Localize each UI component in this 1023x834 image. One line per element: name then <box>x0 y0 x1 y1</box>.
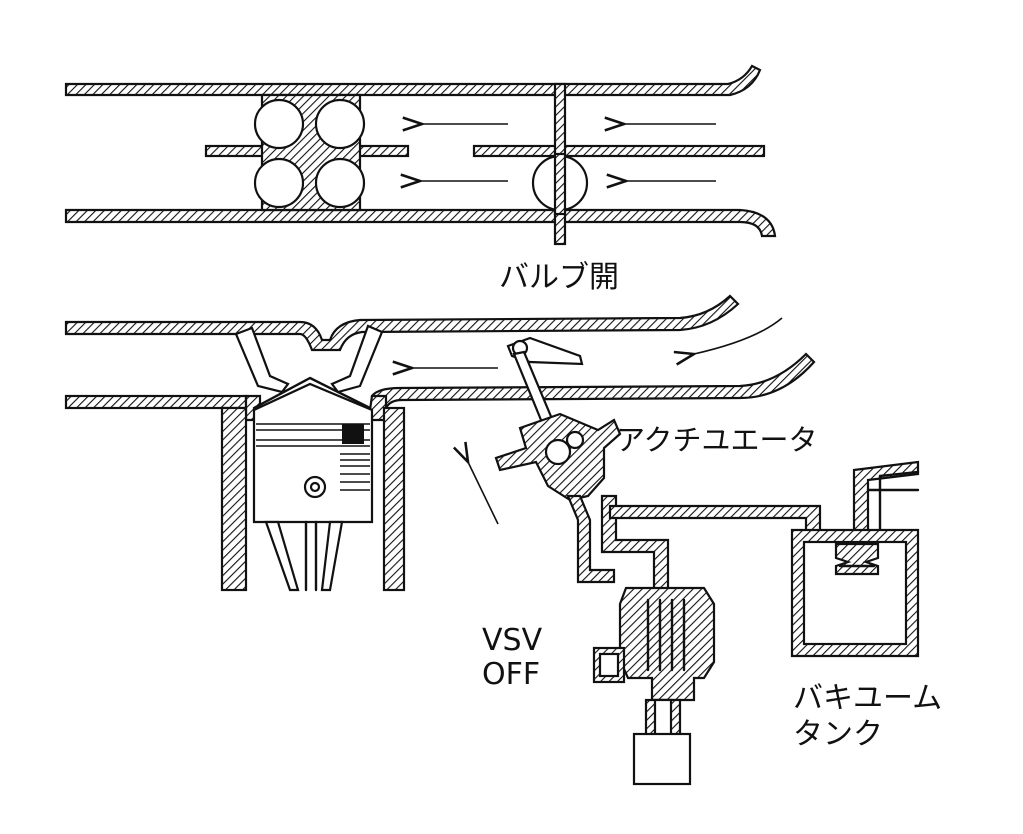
engine-section <box>64 294 816 592</box>
top-valve-shaft-front <box>553 152 567 216</box>
port-lower-wall-left <box>64 394 248 410</box>
vsv-valve <box>592 586 716 786</box>
top-divider-right <box>472 144 766 158</box>
port-lower-wall-right <box>370 352 816 410</box>
valve-open-label: バルブ開 <box>499 260 619 295</box>
intake-valve-right <box>330 324 384 394</box>
flow-arrow-curve-1 <box>694 317 783 354</box>
vsv-label-line2: OFF <box>482 657 541 692</box>
piston-rings <box>256 423 370 491</box>
tank-label-line2: タンク <box>793 717 883 752</box>
vsv-label: VSV OFF <box>482 624 542 692</box>
intake-port-3 <box>253 157 305 209</box>
vsv-connector <box>632 732 692 786</box>
vacuum-tank-label: バキユーム タンク <box>793 681 942 753</box>
tank-label-line1: バキユーム <box>793 681 943 716</box>
intake-valve-left <box>234 326 290 394</box>
vsv-coil <box>646 598 686 672</box>
top-lower-wall <box>64 208 777 238</box>
piston <box>252 382 374 524</box>
intake-port-4 <box>314 157 366 209</box>
actuator-label: アクチユエータ <box>616 423 818 457</box>
vacuum-tank <box>790 528 920 658</box>
cylinder-wall-left <box>220 406 248 592</box>
vsv-label-line1: VSV <box>482 623 543 658</box>
top-manifold <box>64 64 777 246</box>
cylinder-wall-right <box>382 406 406 592</box>
tank-interior <box>802 540 908 646</box>
tank-check-valve <box>834 542 880 576</box>
top-upper-wall <box>64 64 762 97</box>
port-upper-wall <box>64 294 740 352</box>
vsv-body <box>618 586 716 702</box>
intake-port-1 <box>253 98 305 150</box>
combustion-chamber <box>252 376 372 410</box>
actuator-hose <box>566 494 616 584</box>
connecting-rod-right <box>320 520 344 592</box>
flow-arrow-6 <box>468 462 499 525</box>
connecting-rod <box>264 520 300 592</box>
pipe-vsv-tank <box>608 504 822 536</box>
actuator-assembly <box>494 336 622 584</box>
piston-pin-center <box>309 481 321 493</box>
intake-port-2 <box>314 98 366 150</box>
